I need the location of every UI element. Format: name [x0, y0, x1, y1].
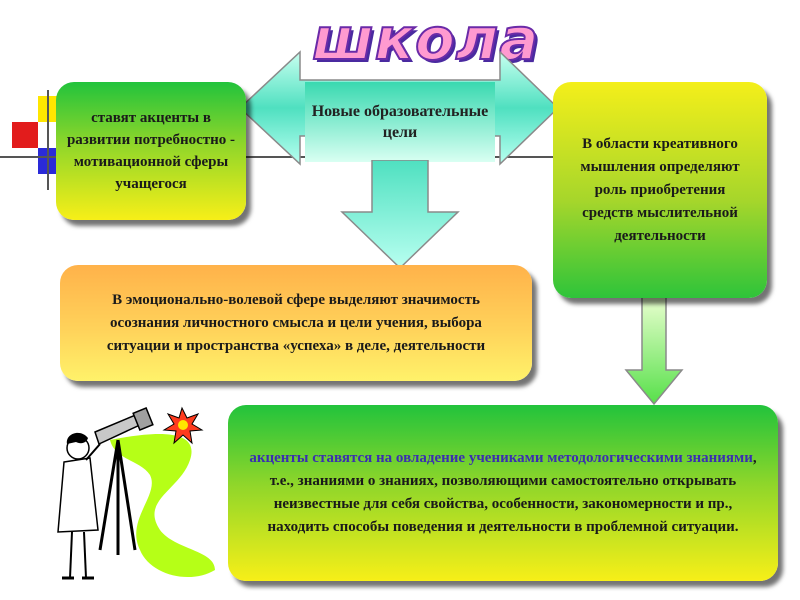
left-box: ставят акценты в развитии потребностно -…: [56, 82, 246, 220]
right-box-text: В области креативного мышления определяю…: [580, 135, 740, 244]
right-box: В области креативного мышления определяю…: [553, 82, 767, 298]
bottom-box-rest: , т.е., знаниями о знаниях, позволяющими…: [267, 450, 757, 535]
bottom-box: акценты ставятся на овладение учениками …: [228, 405, 778, 581]
bottom-box-paragraph: акценты ставятся на овладение учениками …: [248, 447, 758, 539]
middle-box: В эмоционально-волевой сфере выделяют зн…: [60, 265, 532, 381]
decor-vertical-line: [47, 90, 49, 190]
center-goal-text: Новые образовательные цели: [311, 103, 489, 141]
middle-box-text: В эмоционально-волевой сфере выделяют зн…: [106, 291, 486, 354]
left-box-text: ставят акценты в развитии потребностно -…: [66, 110, 236, 192]
bottom-box-highlight: акценты ставятся на овладение учениками …: [249, 450, 753, 466]
decor-horizontal-line: [0, 156, 560, 158]
center-goal-label: Новые образовательные цели: [305, 82, 495, 162]
down-arrow-center-icon: [340, 160, 460, 270]
down-arrow-right-icon: [624, 296, 684, 406]
decor-red-square: [12, 122, 38, 148]
telescope-woman-illustration: [57, 406, 215, 580]
